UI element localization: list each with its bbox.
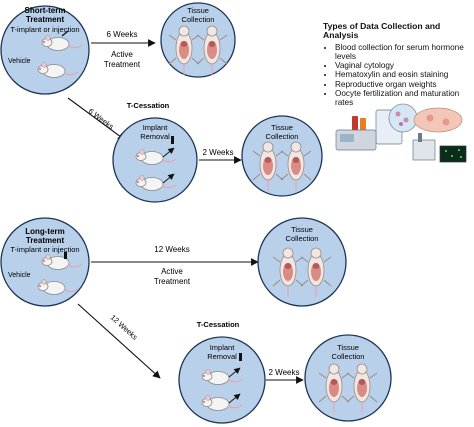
long-term-cessation-weeks: 2 Weeks: [269, 368, 300, 377]
tissue-collection-circle: [304, 334, 392, 422]
short-term-cessation-group: Implant Removal: [112, 117, 198, 203]
implant-icon: [64, 252, 67, 259]
tissue-label-1: Tissue: [291, 225, 313, 234]
list-item: Hematoxylin and eosin staining: [335, 70, 473, 79]
list-item: Blood collection for serum hormone level…: [335, 43, 473, 62]
tissue-label-2: Collection: [332, 352, 365, 361]
short-term-subtitle: T-implant or injection: [10, 25, 79, 34]
long-term-weeks-label: 12 Weeks: [154, 245, 189, 254]
long-term-diagonal-label: 12 Weeks: [109, 313, 140, 342]
removal-arrow: [162, 147, 175, 158]
implant-icon: [239, 353, 242, 361]
short-term-diagonal-arrow: [67, 97, 126, 141]
long-term-active-label: Active: [161, 267, 183, 276]
tissue-label-1: Tissue: [187, 6, 209, 15]
lab-equipment-icon: [335, 103, 467, 163]
long-term-cessation-header: T-Cessation: [197, 320, 240, 329]
removal-arrow: [162, 173, 175, 184]
short-term-treatment-label: Treatment: [104, 60, 141, 69]
long-term-vehicle-label: Vehicle: [8, 272, 31, 279]
long-term-diagonal-arrow: [77, 303, 161, 379]
implant-label-2: Removal: [207, 352, 237, 361]
short-term-active-label: Active: [111, 50, 133, 59]
long-term-treatment-label: Treatment: [154, 277, 191, 286]
long-term-cessation-group: Implant Removal: [178, 336, 266, 424]
long-term-title-1: Long-term: [25, 227, 65, 236]
removal-arrow: [228, 367, 241, 378]
analysis-list: Blood collection for serum hormone level…: [323, 43, 473, 108]
tissue-label-1: Tissue: [337, 343, 359, 352]
list-item: Reproductive organ weights: [335, 80, 473, 89]
removal-arrow: [228, 393, 241, 404]
tissue-label-2: Collection: [286, 234, 319, 243]
tissue-label-1: Tissue: [271, 123, 293, 132]
long-term-group: Long-term Treatment T-implant or injecti…: [0, 217, 90, 307]
long-term-subtitle: T-implant or injection: [10, 245, 79, 254]
implant-label-1: Implant: [143, 123, 169, 132]
long-term-tissue-collection: Tissue Collection: [257, 217, 347, 307]
syringe-icon: [61, 30, 69, 37]
short-term-treatment-circle: [0, 5, 90, 95]
long-term-cessation-tissue: Tissue Collection: [304, 334, 392, 422]
short-term-tissue-collection: Tissue Collection: [160, 2, 236, 78]
list-item: Vaginal cytology: [335, 61, 473, 70]
implant-icon: [171, 136, 174, 144]
short-term-weeks-label: 6 Weeks: [107, 30, 138, 39]
long-term-title-2: Treatment: [26, 236, 65, 245]
short-term-diagonal-label: 6 Weeks: [87, 106, 116, 131]
implant-label-1: Implant: [210, 343, 236, 352]
tissue-label-2: Collection: [182, 15, 215, 24]
analysis-panel: Types of Data Collection and Analysis Bl…: [323, 21, 473, 108]
tissue-label-2: Collection: [266, 132, 299, 141]
short-term-title-1: Short-term: [25, 6, 66, 15]
short-term-cessation-header: T-Cessation: [127, 101, 170, 110]
implant-label-2: Removal: [140, 132, 170, 141]
short-term-cessation-tissue: Tissue Collection: [241, 115, 323, 197]
short-term-group: Short-term Treatment T-implant or inject…: [0, 5, 90, 95]
list-item: Oocyte fertilization and maturation rate…: [335, 89, 473, 108]
tissue-collection-circle: [241, 115, 323, 197]
analysis-heading: Types of Data Collection and Analysis: [323, 21, 441, 41]
short-term-vehicle-label: Vehicle: [8, 58, 31, 65]
tissue-collection-circle: [257, 217, 347, 307]
short-term-title-2: Treatment: [26, 15, 65, 24]
short-term-cessation-weeks: 2 Weeks: [203, 148, 234, 157]
